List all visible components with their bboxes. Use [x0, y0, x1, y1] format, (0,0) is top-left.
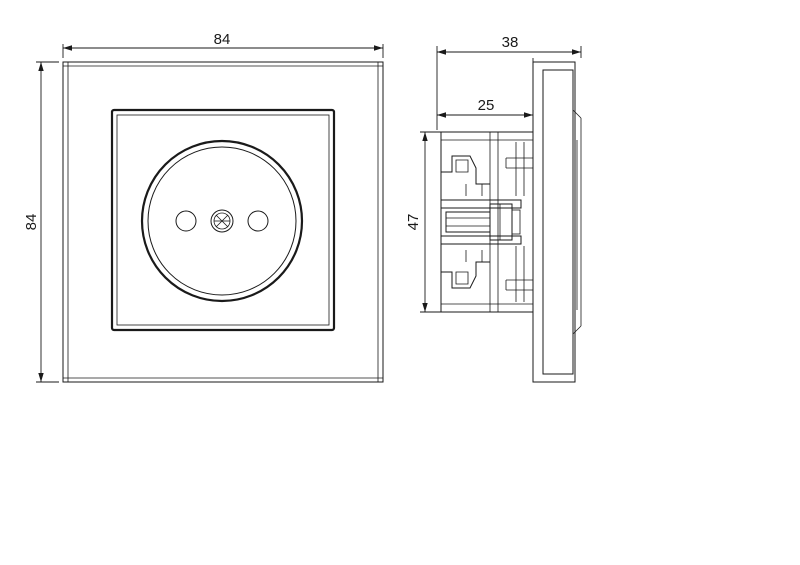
side-height-label: 47	[405, 214, 422, 231]
socket-outer-ring	[140, 139, 304, 303]
side-view: 38 25 47	[405, 34, 582, 383]
side-height-dimension: 47	[405, 131, 441, 313]
side-frame-cover-top	[572, 109, 582, 119]
front-height-dimension: 84	[23, 61, 59, 383]
side-frame-inner	[542, 69, 574, 375]
insert-plate-inner-edge	[116, 114, 330, 326]
side-frame-cover-bottom	[572, 325, 582, 335]
side-mount-depth-label: 25	[478, 97, 495, 114]
pin-hole-right	[247, 210, 269, 232]
side-depth-label: 38	[502, 34, 519, 51]
front-height-label: 84	[23, 214, 40, 231]
frame-outer-edge	[62, 61, 384, 383]
center-screw-icon	[210, 209, 234, 233]
front-width-label: 84	[214, 31, 231, 48]
side-frame-profile	[532, 61, 576, 383]
side-mechanism	[440, 131, 534, 313]
socket-face	[147, 146, 297, 296]
pin-hole-left	[175, 210, 197, 232]
side-depth-dimension: 38	[436, 34, 582, 130]
front-width-dimension: 84	[62, 31, 384, 58]
front-view: 84 84	[23, 31, 384, 383]
insert-plate	[110, 108, 336, 332]
side-mount-depth-dimension: 25	[437, 58, 534, 118]
